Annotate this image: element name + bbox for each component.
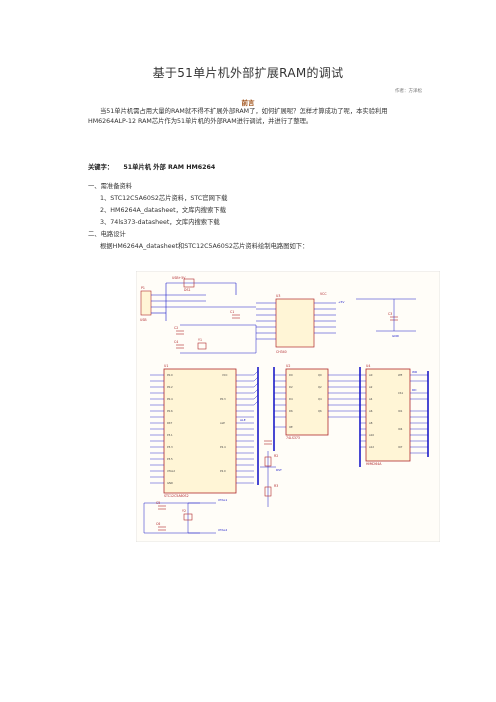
label-y1: Y1 [198,338,202,342]
svg-text:P3.1: P3.1 [167,433,173,437]
svg-text:A2: A2 [369,385,373,389]
label-p1: P1 [141,286,145,290]
svg-text:D4: D4 [289,397,293,401]
label-u2: U2 [286,364,290,368]
label-r3: R3 [274,484,278,488]
label-ds1: DS1 [184,288,191,292]
keywords-line: 关键字： 51单片机 外部 RAM HM6264 [88,162,215,171]
svg-text:D0: D0 [289,373,293,377]
label-u3: U3 [276,294,280,298]
preface-heading: 前言 [241,99,255,107]
label-c4: C4 [174,340,178,344]
svg-text:RST: RST [167,421,172,425]
keywords-label: 关键字： [88,164,114,171]
section-prepare: 一、需准备资料 [88,183,133,190]
label-c1: C1 [230,310,234,314]
resistor-r3 [264,486,272,497]
crystal-y2 [183,513,193,521]
crystal-y1 [197,342,207,350]
usb-connector [140,290,152,316]
section-circuit: 二、电路设计 [88,231,126,238]
svg-text:Q4: Q4 [318,397,322,401]
svg-text:A10: A10 [369,433,374,437]
chip-ch340 [275,298,315,348]
label-usb: USB [140,318,147,322]
svg-text:OE: OE [289,425,293,429]
resistor-r2 [264,456,272,467]
svg-text:CS1: CS1 [398,391,403,395]
svg-text:P0.3: P0.3 [220,397,226,401]
label-usb-5v: USB+5V [172,276,186,280]
svg-text:D6: D6 [289,409,293,413]
svg-text:ALE: ALE [220,421,225,425]
svg-text:A8: A8 [369,421,373,425]
label-u4: U4 [366,364,370,368]
svg-text:IO7: IO7 [398,445,403,449]
label-hm6264a: HM6264A [366,462,382,466]
label-c2: C2 [174,326,178,330]
net-gnd: GND [392,334,400,338]
list-item: 2、HM6264A_datasheet，文库内搜索下载 [100,207,226,214]
net-xtal1: XTAL1 [218,498,227,502]
svg-text:A4: A4 [369,397,373,401]
svg-text:Q2: Q2 [318,385,322,389]
svg-text:GND: GND [167,481,173,485]
svg-text:VCC: VCC [222,373,228,377]
svg-text:D2: D2 [289,385,293,389]
label-r2: R2 [274,454,278,458]
label-u1: U1 [164,364,168,368]
label-c3: C3 [388,312,392,316]
svg-text:XTAL2: XTAL2 [167,469,175,473]
chip-stc12c5a60s2 [163,368,237,494]
svg-text:IO4: IO4 [398,427,403,431]
label-74ls373: 74LS373 [286,436,300,440]
label-c6: C6 [156,522,160,526]
svg-text:IO1: IO1 [398,409,403,413]
svg-text:P0.2: P0.2 [167,385,173,389]
net-5v: +5V [338,300,345,304]
svg-text:P0.6: P0.6 [167,409,173,413]
list-item: 1、STC12C5A60S2芯片资料，STC官网下载 [100,195,228,202]
net-wr: WR [412,370,417,374]
svg-text:P0.0: P0.0 [167,373,173,377]
svg-text:WE: WE [398,373,403,377]
net-xtal2: XTAL2 [218,528,227,532]
author-line: 作者：方泽松 [395,89,422,94]
chip-74ls373 [285,368,329,436]
keywords-values: 51单片机 外部 RAM HM6264 [123,164,216,171]
svg-text:A12: A12 [369,445,374,449]
label-vcc: VCC [320,292,327,296]
svg-text:P0.4: P0.4 [167,397,173,401]
svg-text:P2.4: P2.4 [220,445,226,449]
svg-text:P3.5: P3.5 [167,457,173,461]
page-title: 基于51单片机外部扩展RAM的调试 [152,66,344,80]
svg-text:P3.3: P3.3 [167,445,173,449]
list-item: 3、74ls373-datasheet，文库内搜索下载 [100,219,220,226]
preface-paragraph: 当51单片机需占用大量的RAM就不得不扩展外部RAM了，如何扩展呢？怎样才算成功… [88,108,388,125]
svg-text:P2.0: P2.0 [220,469,226,473]
label-c5: C5 [156,501,160,505]
net-rst: RST [276,468,282,472]
label-stc12c5a60s2: STC12C5A60S2 [164,494,189,498]
svg-text:A0: A0 [369,373,373,377]
chip-hm6264a [365,368,411,462]
circuit-intro: 根据HM6264A_datasheet和STC12C5A60S2芯片资料绘制电路… [100,243,309,250]
svg-text:A6: A6 [369,409,373,413]
net-ale: ALE [240,418,246,422]
svg-text:Q6: Q6 [318,409,322,413]
switch-ds1 [183,278,195,288]
net-rd: RD [412,388,417,392]
svg-text:Q0: Q0 [318,373,322,377]
label-ch340: CH340 [276,350,287,354]
label-y2: Y2 [182,509,186,513]
